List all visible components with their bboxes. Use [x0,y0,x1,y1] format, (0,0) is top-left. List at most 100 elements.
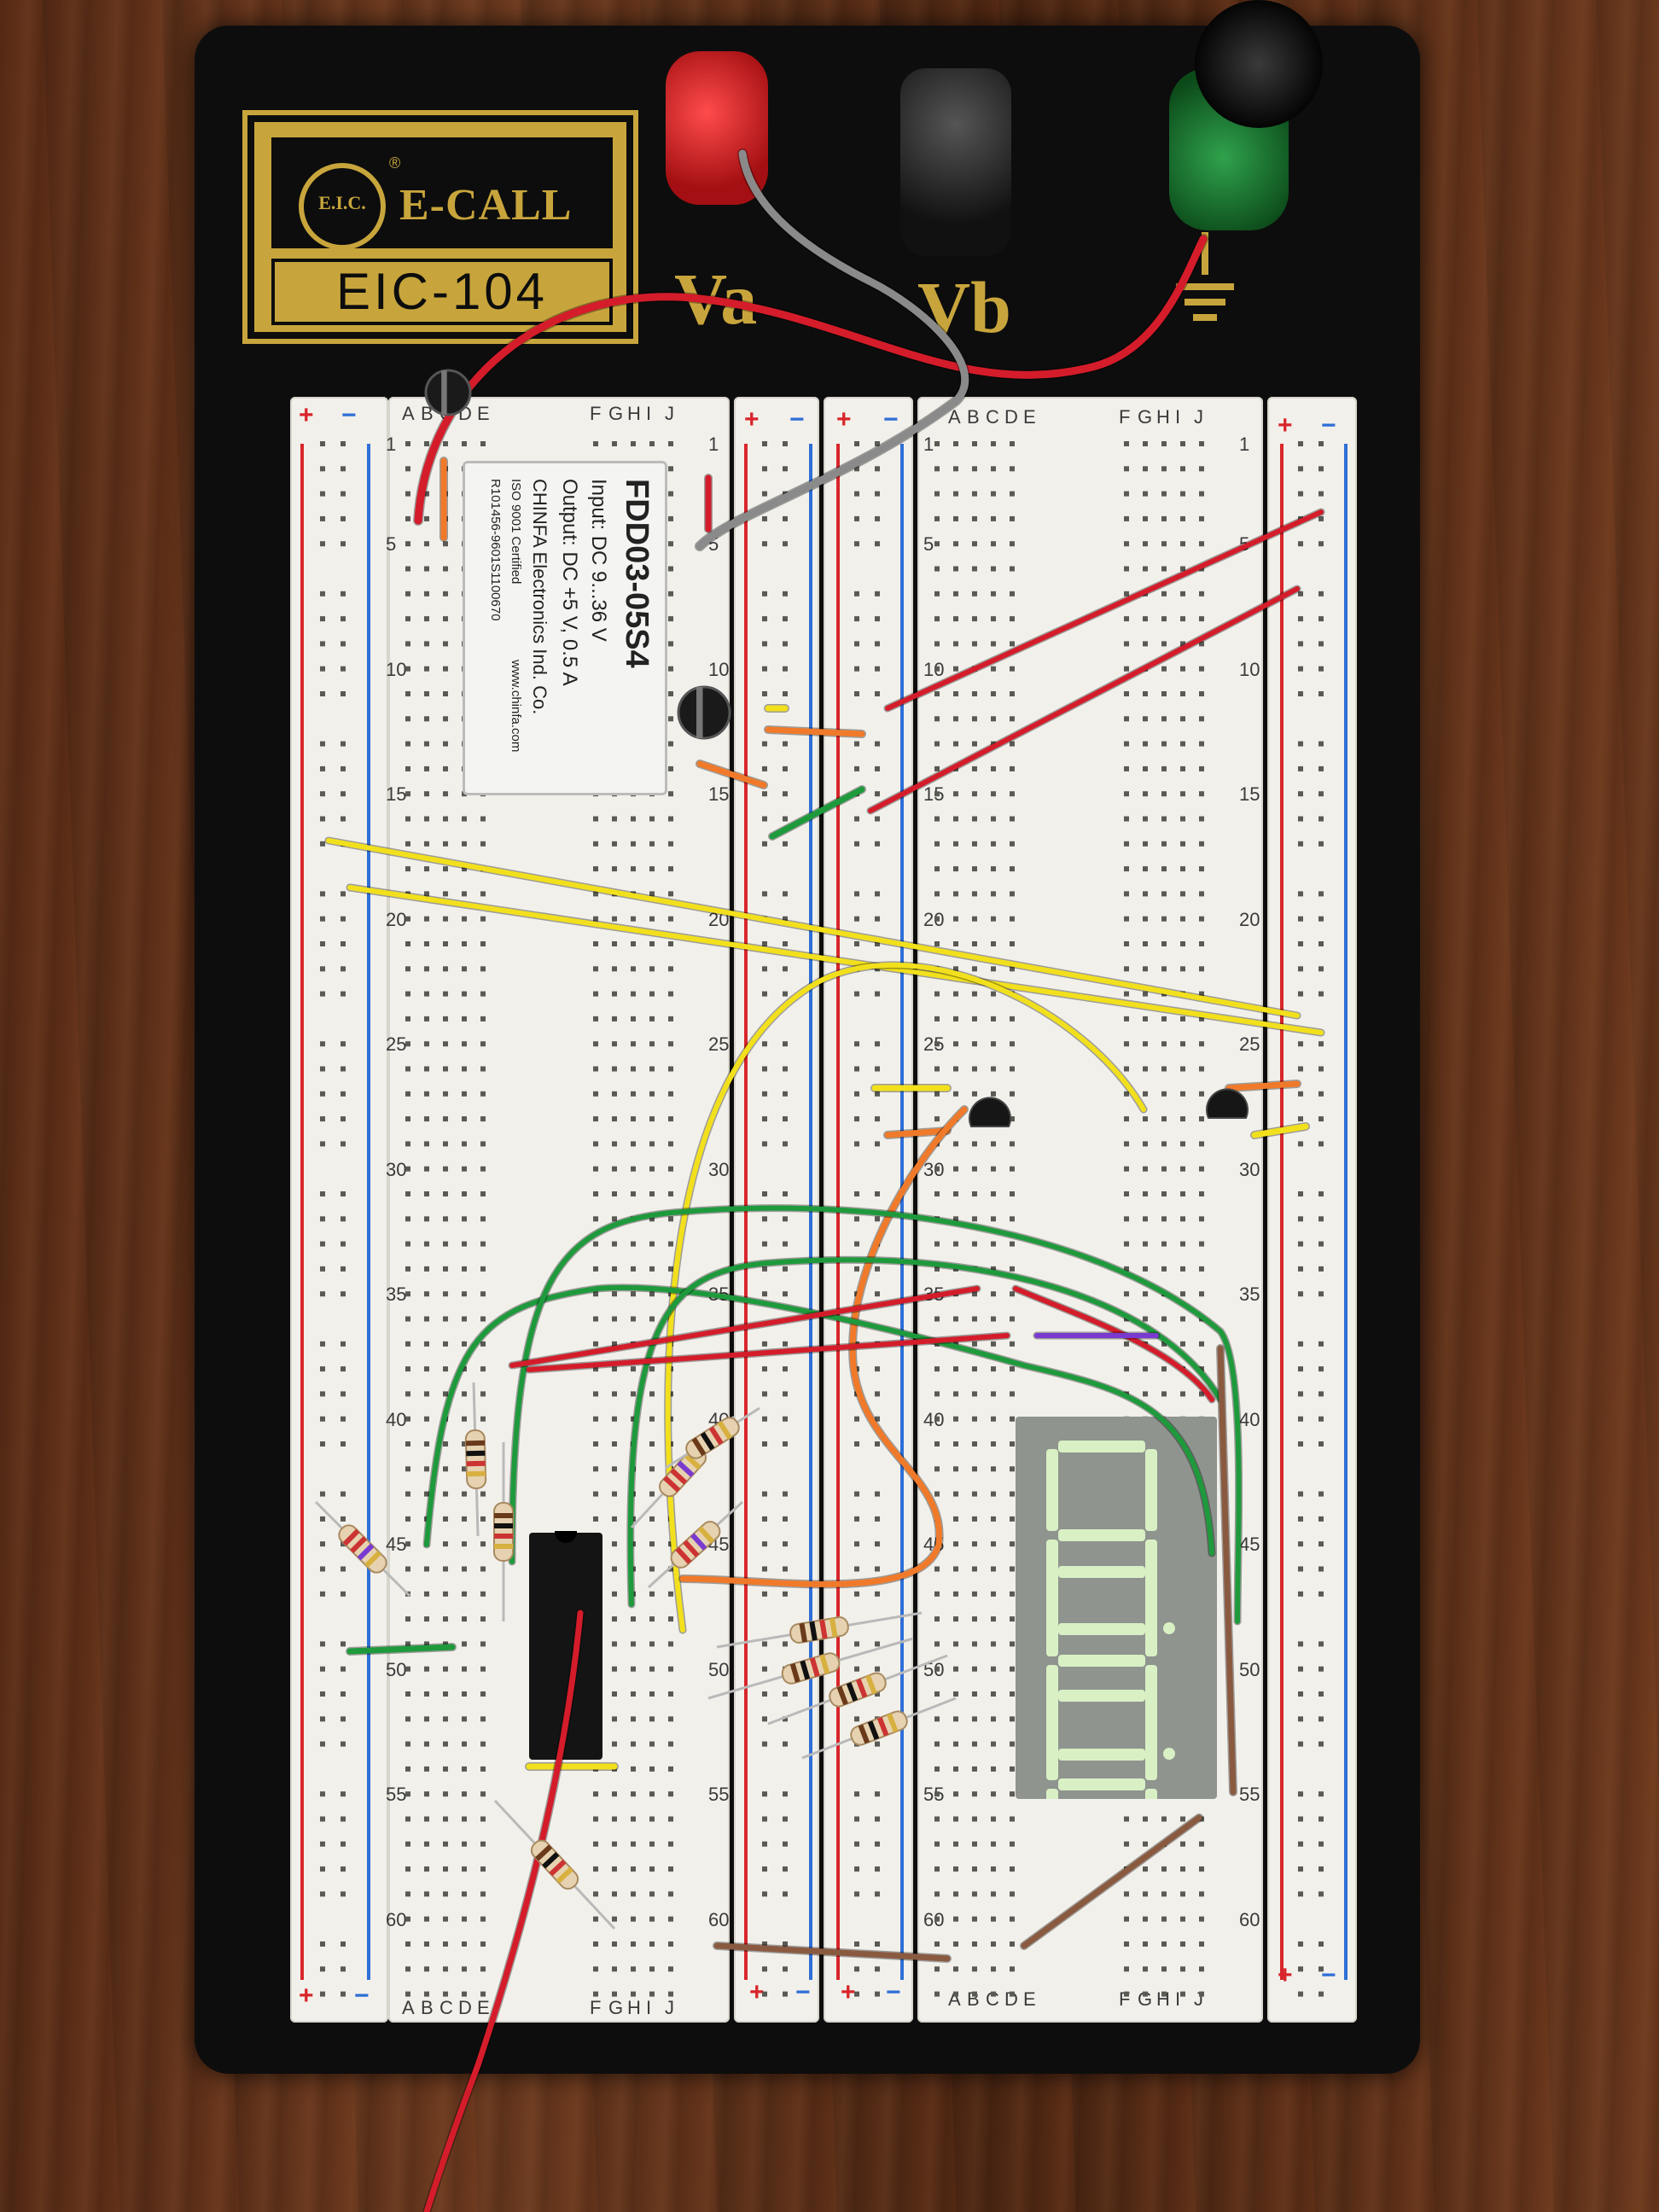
resistor-band [542,1852,560,1869]
breadboard-hole [443,1341,448,1347]
breadboard-hole [405,466,410,472]
rail-hole [875,1891,880,1897]
breadboard-hole [462,1616,467,1622]
breadboard-hole [462,1441,467,1447]
breadboard-hole [991,1191,996,1196]
black-binding-post-vb[interactable] [900,68,1011,256]
breadboard-hole [934,1441,940,1447]
breadboard-hole [631,841,636,847]
breadboard-hole [443,691,448,696]
breadboard-hole [405,1016,410,1022]
breadboard-hole [953,1041,958,1047]
breadboard-hole [443,1466,448,1472]
rail-hole [341,1891,346,1897]
rail-hole [783,1516,788,1522]
row-number: 60 [1239,1908,1260,1930]
breadboard-hole [1161,1241,1167,1247]
transistor [1206,1088,1249,1119]
breadboard-hole [953,1016,958,1022]
rail-line-blue [900,444,904,1980]
resistor [338,1524,387,1574]
rail-hole [875,616,880,622]
rail-hole [341,1741,346,1747]
breadboard-hole [443,791,448,797]
column-label: H [627,403,641,424]
rail-hole [1298,1991,1303,1997]
breadboard-hole [649,891,655,897]
breadboard-hole [934,1641,940,1647]
breadboard-hole [1143,1316,1148,1322]
breadboard-hole [668,1641,673,1647]
rail-hole [783,1866,788,1872]
breadboard-hole [972,1891,977,1897]
display-segment [1046,1575,1058,1656]
breadboard-hole [462,1891,467,1897]
rail-hole [1298,1416,1303,1422]
breadboard-hole [934,1816,940,1822]
breadboard-hole [991,1816,996,1822]
breadboard-hole [1143,466,1148,472]
rail-hole [1318,1116,1324,1122]
breadboard-hole [991,716,996,722]
breadboard-hole [991,1641,996,1647]
breadboard-hole [424,1366,429,1372]
breadboard-hole [1180,1316,1185,1322]
breadboard-hole [991,1341,996,1347]
breadboard-hole [972,1841,977,1847]
breadboard-hole [1010,1141,1015,1147]
breadboard-hole [1124,641,1129,647]
breadboard-hole [424,1391,429,1397]
rail-hole [1298,491,1303,497]
breadboard-hole [424,1691,429,1697]
breadboard-hole [424,765,429,771]
breadboard-hole [462,1216,467,1222]
breadboard-hole [612,1516,617,1522]
electrolytic-capacitor-stripe [441,370,447,415]
breadboard-hole [1010,1041,1015,1047]
breadboard-hole [668,1041,673,1047]
breadboard-hole [1143,1091,1148,1097]
breadboard-hole [668,691,673,696]
breadboard-hole [424,641,429,647]
breadboard-hole [462,1116,467,1122]
breadboard-hole [443,1191,448,1196]
breadboard-hole [649,816,655,822]
red-power-wire-shadow [413,234,1208,526]
breadboard-hole [972,1641,977,1647]
breadboard-hole [443,1866,448,1872]
breadboard-hole [424,991,429,997]
breadboard-hole [649,1166,655,1172]
breadboard-hole [934,1841,940,1847]
breadboard-hole [953,1191,958,1196]
rail-hole [1318,641,1324,647]
rail-hole [341,1541,346,1547]
row-number: 40 [1239,1408,1260,1430]
rail-hole [1318,1841,1324,1847]
breadboard-hole [593,1941,598,1947]
breadboard-hole [1199,1016,1204,1022]
breadboard-hole [1161,741,1167,747]
breadboard-hole [1161,541,1167,547]
breadboard-hole [934,1491,940,1497]
breadboard-hole [934,791,940,797]
breadboard-hole [668,1541,673,1547]
breadboard-hole [480,1541,486,1547]
breadboard-hole [480,841,486,847]
rail-hole [1318,1341,1324,1347]
breadboard-hole [1199,916,1204,922]
breadboard-hole [972,491,977,497]
rail-hole [341,765,346,771]
breadboard-hole [1010,1191,1015,1196]
rail-hole [1318,841,1324,847]
breadboard-hole [424,1866,429,1872]
breadboard-hole [953,1091,958,1097]
breadboard-hole [934,1791,940,1797]
breadboard-hole [649,1641,655,1647]
breadboard-hole [462,1666,467,1672]
row-number: 15 [1239,783,1260,806]
breadboard-hole [1143,1216,1148,1222]
breadboard-hole [649,1316,655,1322]
breadboard-hole [480,916,486,922]
display-segment [1058,1778,1145,1790]
breadboard-hole [953,716,958,722]
